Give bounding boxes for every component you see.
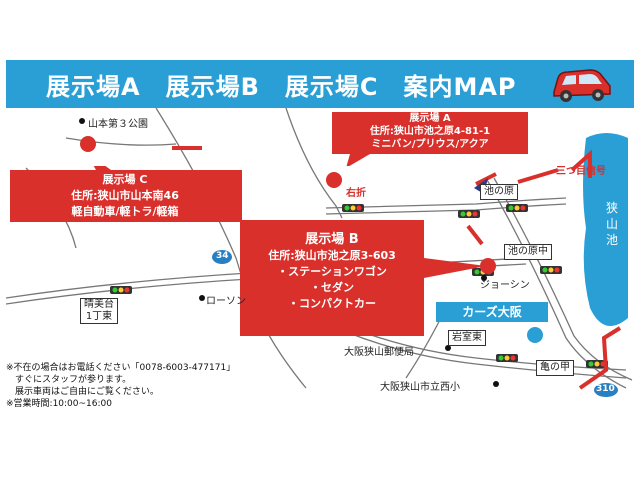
landmark-joshin: ジョーシン xyxy=(480,280,530,291)
landmark-yamamoto-park: 山本第３公園 xyxy=(88,119,148,130)
showroom-b-marker xyxy=(480,258,496,274)
landmark-sayama-pond: 狭山池 xyxy=(606,201,619,247)
landmark-ikenohara: 池の原 xyxy=(480,184,518,200)
callout-c-name: 展示場 C xyxy=(102,173,148,186)
traffic-light-icon xyxy=(458,210,480,218)
landmark-kamenoko: 亀の甲 xyxy=(536,360,574,376)
page-title: 展示場A 展示場B 展示場C 案内MAP xyxy=(46,73,517,101)
callout-c-address: 住所:狭山市山本南46 xyxy=(71,189,179,202)
callout-b-bg xyxy=(240,220,486,336)
landmark-harumidai: 晴美台 1丁東 xyxy=(80,298,118,324)
callout-a-types: ミニバン/プリウス/アクア xyxy=(371,139,489,150)
route-34-marker xyxy=(212,250,232,264)
note-staff: すぐにスタッフが参ります。 xyxy=(6,375,132,385)
route-310-label: 310 xyxy=(596,384,615,394)
cars-osaka-marker xyxy=(527,327,543,343)
landmark-post-office: 大阪狭山郵便局 xyxy=(344,347,414,358)
route-arrows xyxy=(172,146,622,390)
map-roads xyxy=(6,108,633,397)
note-phone: ※不在の場合はお電話ください「0078-6003-477171」 xyxy=(6,363,236,373)
landmark-ikenohara-naka: 池の原中 xyxy=(504,244,552,260)
car-icon xyxy=(553,69,611,102)
traffic-light-icon xyxy=(506,204,528,212)
notes-block: ※不在の場合はお電話ください「0078-6003-477171」 すぐにスタッフ… xyxy=(6,362,235,410)
note-hours: ※営業時間:10:00~16:00 xyxy=(6,399,112,409)
callout-c-bg xyxy=(10,166,242,222)
callout-b-type-3: ・コンパクトカー xyxy=(288,297,376,310)
traffic-light-icon xyxy=(342,204,364,212)
landmark-iwamuro-higashi: 岩室東 xyxy=(448,330,486,346)
callout-c-types: 軽自動車/軽トラ/軽箱 xyxy=(71,205,179,218)
map-header: 展示場A 展示場B 展示場C 案内MAP xyxy=(6,60,634,108)
callout-b-type-1: ・ステーションワゴン xyxy=(277,265,387,278)
route-34-label: 34 xyxy=(216,251,229,261)
traffic-light-icon xyxy=(496,354,518,362)
callout-showroom-a: 展示場 A 住所:狭山市池之原4-81-1 ミニバン/プリウス/アクア xyxy=(340,112,520,151)
callout-b-address: 住所:狭山市池之原3-603 xyxy=(268,249,396,262)
landmark-turn-right: 右折 xyxy=(346,188,366,199)
route-310-marker xyxy=(594,383,618,397)
harumidai-line-1: 晴美台 xyxy=(84,299,114,310)
pond-shape xyxy=(583,133,628,326)
callout-a-bg xyxy=(332,112,528,166)
landmark-lawson: ローソン xyxy=(206,296,246,307)
traffic-light-icon xyxy=(540,266,562,274)
callout-showroom-c: 展示場 C 住所:狭山市山本南46 軽自動車/軽トラ/軽箱 xyxy=(20,172,230,220)
landmark-school: 大阪狭山市立西小 xyxy=(380,382,460,393)
callout-showroom-b: 展示場 B 住所:狭山市池之原3-603 ・ステーションワゴン ・セダン ・コン… xyxy=(246,232,418,312)
cars-osaka-label: カーズ大阪 xyxy=(436,302,548,322)
note-vehicles: 展示車両はご自由にご覧ください。 xyxy=(6,387,159,397)
traffic-light-icon xyxy=(110,286,132,294)
callout-a-name: 展示場 A xyxy=(409,113,451,124)
harumidai-line-2: 1丁東 xyxy=(85,311,113,322)
callout-a-address: 住所:狭山市池之原4-81-1 xyxy=(369,126,491,137)
callout-b-name: 展示場 B xyxy=(305,232,359,247)
landmark-mittsume: 三つ目信号 xyxy=(556,166,606,177)
callout-b-type-2: ・セダン xyxy=(310,281,354,294)
showroom-c-marker xyxy=(80,136,96,152)
showroom-a-marker xyxy=(326,172,342,188)
